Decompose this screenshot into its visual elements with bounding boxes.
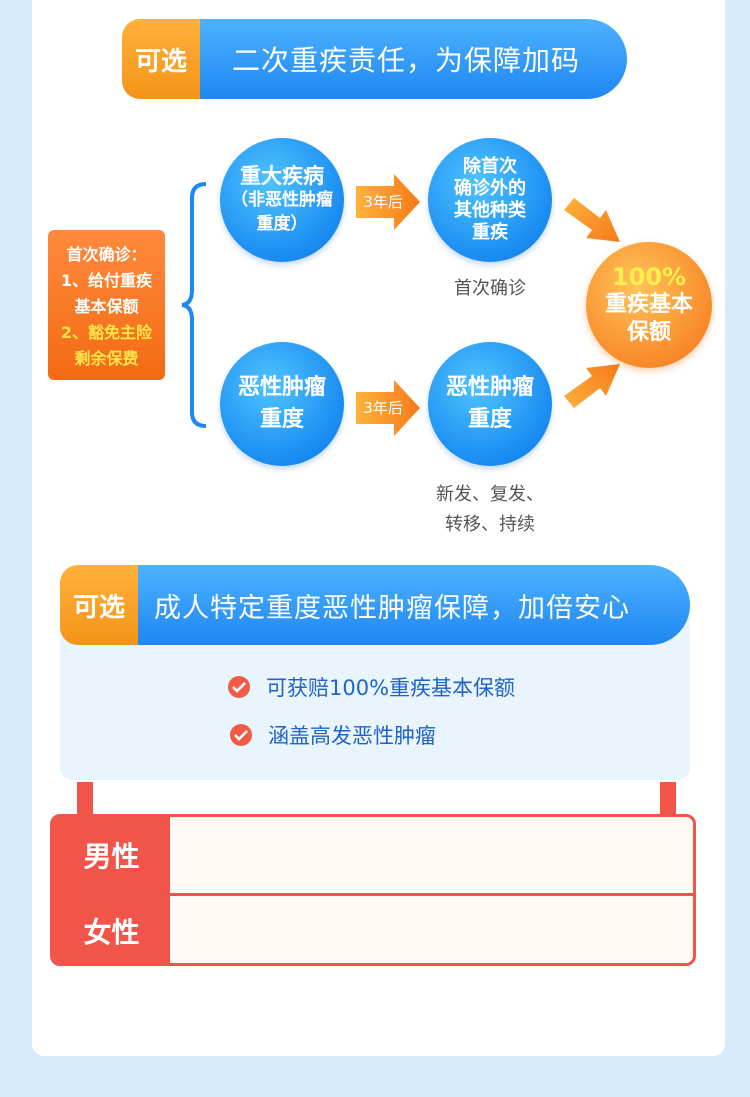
row-value	[170, 896, 693, 963]
caption-first-diagnosis: 首次确诊	[454, 278, 526, 299]
row-label-male: 男性	[53, 817, 170, 893]
circle-text: （非恶性肿瘤	[231, 190, 333, 210]
payout-text: 保额	[626, 320, 671, 345]
circle-cancer-left: 恶性肿瘤 重度	[220, 342, 344, 466]
circle-text: 确诊外的	[454, 178, 526, 199]
first-confirm-box: 首次确诊： 1、给付重疾 基本保额 2、豁免主险 剩余保费	[48, 230, 165, 380]
first-confirm-line: 2、豁免主险	[60, 323, 153, 342]
first-confirm-line: 剩余保费	[74, 349, 139, 368]
arrow-diagonal-down-icon	[564, 198, 620, 242]
arrow-diagonal-up-icon	[564, 364, 620, 408]
circle-text: 重疾	[472, 222, 508, 243]
optional-tag: 可选	[60, 565, 138, 645]
arrow-label: 3年后	[363, 193, 403, 211]
check-icon	[230, 724, 252, 746]
row-value	[170, 817, 693, 893]
benefit-item: 可获赔100%重疾基本保额	[228, 672, 515, 702]
row-label-female: 女性	[53, 896, 170, 963]
arrow-label: 3年后	[363, 399, 403, 417]
payout-text: 重疾基本	[604, 292, 693, 317]
caption-line: 新发、复发、	[436, 484, 544, 505]
benefit-text: 可获赔100%重疾基本保额	[266, 676, 516, 700]
circle-other-illness: 除首次 确诊外的 其他种类 重疾	[428, 138, 552, 262]
circle-text: 重度	[467, 407, 512, 432]
brace-icon	[181, 182, 207, 428]
optional-tag: 可选	[122, 19, 200, 99]
table-row: 女性	[53, 896, 693, 963]
section2-banner: 可选 成人特定重度恶性肿瘤保障，加倍安心	[60, 565, 690, 645]
first-confirm-line: 1、给付重疾	[60, 271, 153, 290]
payout-circle: 100% 重疾基本 保额	[586, 242, 712, 368]
section2-title: 成人特定重度恶性肿瘤保障，加倍安心	[138, 565, 690, 645]
circle-text: 重大疾病	[240, 164, 324, 188]
circle-text: 重度）	[256, 214, 308, 234]
first-confirm-line: 基本保额	[74, 297, 139, 316]
circle-text: 重度	[259, 407, 304, 432]
circle-text: 其他种类	[454, 200, 526, 221]
benefit-item: 涵盖高发恶性肿瘤	[230, 720, 436, 750]
table-row: 男性	[53, 817, 693, 896]
caption-line: 转移、持续	[445, 514, 535, 535]
circle-text: 除首次	[463, 156, 517, 177]
arrow-3-years-top: 3年后	[356, 174, 420, 230]
gender-table: 男性 女性	[50, 814, 696, 966]
connector-left	[77, 782, 93, 818]
check-icon	[228, 676, 250, 698]
caption-recurrence: 新发、复发、 转移、持续	[428, 480, 552, 540]
payout-percent: 100%	[611, 263, 687, 291]
section1-title: 二次重疾责任，为保障加码	[200, 19, 627, 99]
section1-banner: 可选 二次重疾责任，为保障加码	[122, 19, 627, 99]
arrow-3-years-bottom: 3年后	[356, 380, 420, 436]
circle-text: 恶性肿瘤	[237, 375, 326, 400]
benefit-text: 涵盖高发恶性肿瘤	[268, 724, 436, 748]
first-confirm-line: 首次确诊：	[66, 245, 147, 264]
circle-cancer-right: 恶性肿瘤 重度	[428, 342, 552, 466]
circle-major-illness: 重大疾病 （非恶性肿瘤 重度）	[220, 138, 344, 262]
connector-right	[660, 782, 676, 818]
circle-text: 恶性肿瘤	[445, 375, 534, 400]
